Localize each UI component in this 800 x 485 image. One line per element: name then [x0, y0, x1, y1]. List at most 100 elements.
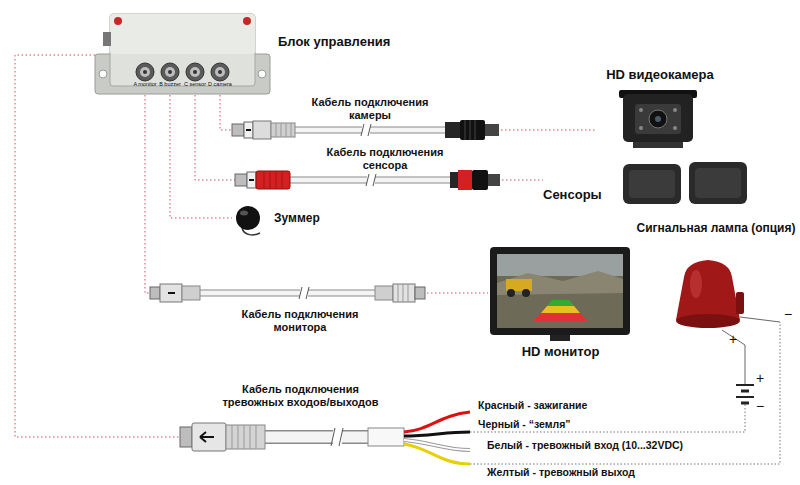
battery-symbol	[741, 390, 749, 393]
alarm-cable	[200, 432, 214, 442]
wire-label: Желтый - тревожный выход	[487, 466, 707, 478]
sensor-cable	[249, 179, 254, 181]
camera-device-art	[639, 126, 643, 130]
sensor-device-art	[695, 168, 741, 198]
monitor-device-art	[507, 289, 515, 297]
lamp-wiring	[722, 330, 745, 385]
camera-cable	[465, 120, 475, 140]
wire-label: Красный - зажигание	[478, 399, 698, 411]
alarm-cable	[404, 432, 470, 436]
monitor-cable	[415, 287, 425, 299]
control-unit-art	[99, 70, 107, 78]
camera-device-art	[639, 108, 643, 112]
port-label: A monitor	[130, 81, 160, 87]
camera-cable	[276, 123, 291, 137]
signal-lamp: Сигнальная лампа (опция)	[636, 222, 796, 347]
sensor-cable	[235, 170, 500, 190]
battery-symbol	[736, 396, 754, 398]
monitor-device-art	[522, 289, 530, 297]
camera-device-art	[623, 94, 693, 142]
alarm-cable	[404, 412, 470, 432]
alarm-cable	[192, 423, 226, 451]
wire-label: Белый - тревожный вход (10...32VDC)	[487, 439, 747, 451]
alarm-cable	[180, 412, 470, 464]
control-unit-art	[140, 67, 150, 77]
monitor-cable	[182, 286, 200, 300]
control-unit-art	[193, 70, 197, 74]
monitor-cable	[299, 287, 309, 299]
control-unit-art	[110, 14, 255, 54]
sensor-cable	[235, 174, 247, 186]
alarm-cable	[226, 425, 265, 449]
control-unit-art	[215, 67, 225, 77]
control-unit-art	[218, 70, 222, 74]
camera-cable	[485, 124, 499, 136]
signal-lamp-art	[736, 292, 744, 314]
port-label: C sensor	[180, 81, 210, 87]
battery-symbol	[736, 384, 754, 386]
buzzer-device-art	[240, 211, 248, 216]
cable-connector	[195, 95, 543, 180]
alarm-cable	[265, 432, 370, 443]
control-unit-art	[211, 63, 229, 81]
signal-lamp-art	[676, 314, 740, 328]
node-title: Сигнальная лампа (опция)	[636, 222, 796, 236]
monitor-cable	[200, 291, 375, 296]
monitor-cable	[200, 290, 375, 297]
camera-cable	[244, 122, 253, 138]
camera-device-art	[655, 116, 661, 122]
control-unit-art	[136, 63, 154, 81]
alarm-cable	[368, 428, 404, 446]
monitor-device: HD монитор	[488, 243, 633, 365]
sensor-cable	[450, 172, 458, 188]
monitor-device-art	[547, 300, 574, 306]
monitor-cable	[160, 284, 182, 302]
camera-cable	[361, 124, 371, 136]
cable-label: Кабель подключения сенсора	[320, 146, 450, 171]
sensor-cable	[472, 170, 488, 190]
monitor-device-art	[541, 306, 580, 313]
control-unit-art	[161, 63, 179, 81]
polarity-sign: −	[754, 398, 766, 414]
monitor-device-art	[490, 247, 630, 335]
camera-cable	[362, 124, 370, 136]
wire-label: Черный - “земля”	[478, 418, 698, 430]
monitor-cable	[375, 286, 393, 300]
alarm-cable	[180, 427, 192, 447]
lamp-wiring	[470, 317, 780, 464]
control-unit-art	[186, 63, 204, 81]
control-unit-art	[243, 17, 251, 25]
control-unit-art	[165, 67, 175, 77]
sensor-cable	[488, 174, 500, 186]
camera-device: HD видеокамера	[595, 66, 725, 151]
control-unit-art	[114, 17, 122, 25]
sensor-device-art	[623, 164, 681, 204]
camera-cable	[271, 123, 295, 137]
signal-lamp-art	[690, 270, 702, 298]
sensor-device: Сенсоры	[543, 160, 748, 208]
sensor-device-art	[689, 162, 747, 204]
monitor-device-art	[533, 313, 588, 321]
buzzer-device-art	[236, 206, 260, 230]
alarm-cable	[232, 425, 256, 449]
monitor-cable	[393, 284, 415, 302]
sensor-cable	[264, 171, 282, 189]
camera-cable	[232, 120, 499, 140]
monitor-cable	[150, 287, 160, 299]
monitor-cable	[168, 292, 175, 294]
sensor-cable	[256, 171, 290, 189]
sensor-cable	[366, 174, 376, 186]
node-title: Блок управления	[278, 35, 403, 50]
camera-cable	[253, 121, 271, 139]
lamp-wiring	[470, 322, 780, 464]
node-title: HD видеокамера	[595, 68, 725, 83]
camera-cable	[246, 129, 251, 131]
camera-cable	[460, 120, 485, 140]
alarm-cable	[331, 428, 343, 446]
polarity-sign: −	[782, 306, 794, 322]
control-unit-art	[190, 67, 200, 77]
node-title: Сенсоры	[543, 188, 618, 203]
alarm-cable	[404, 444, 470, 464]
cable-connector	[145, 95, 488, 293]
